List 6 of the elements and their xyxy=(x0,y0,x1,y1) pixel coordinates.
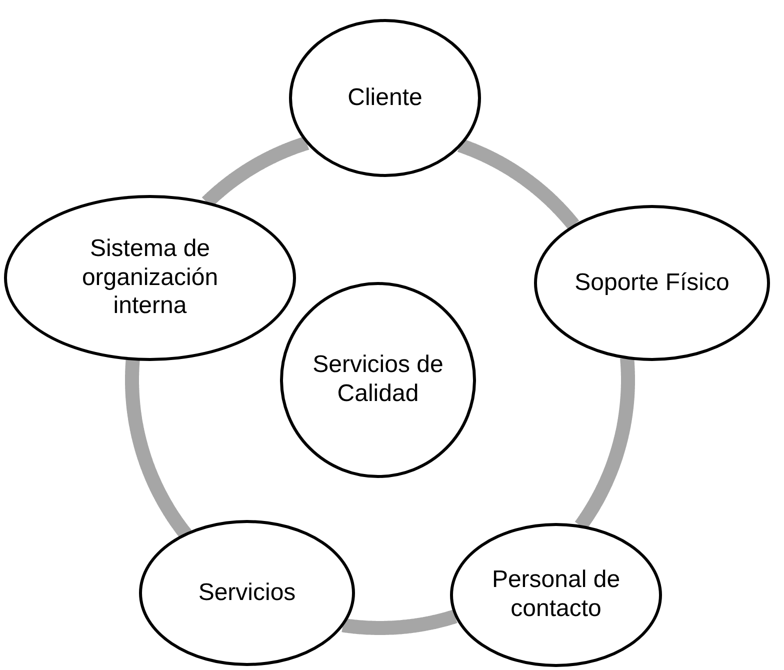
node-label: Soporte Físico xyxy=(574,268,730,298)
node-label: Personal de contacto xyxy=(491,566,621,624)
node-label: Sistema de organización interna xyxy=(80,234,220,322)
node-label: Servicios de Calidad xyxy=(312,351,444,409)
node-label: Servicios xyxy=(198,578,296,608)
node-label: Cliente xyxy=(348,84,422,112)
